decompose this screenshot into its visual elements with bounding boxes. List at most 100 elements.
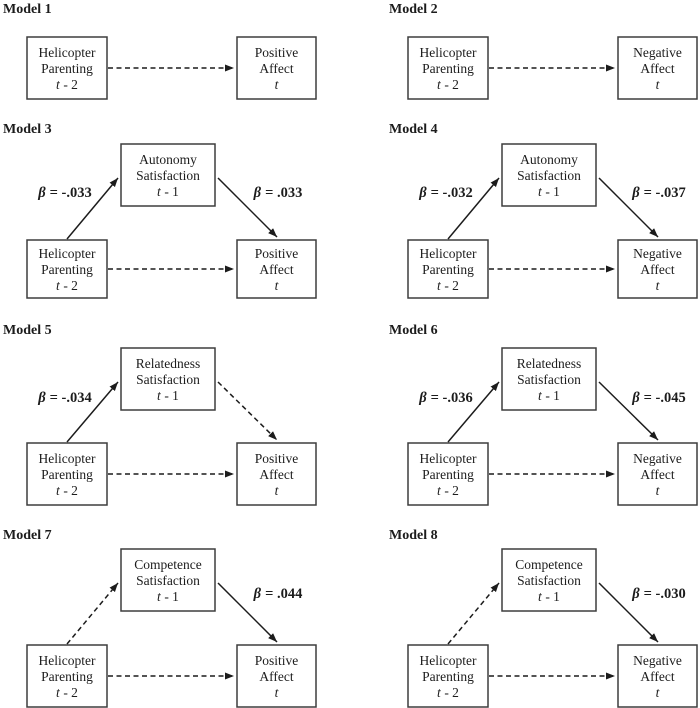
path-a-coefficient: β= -.033 [37, 185, 92, 201]
path-a-arrow [66, 177, 119, 240]
path-b-coefficient: β= -.045 [631, 390, 686, 406]
outcome-time-label: t [275, 278, 280, 293]
outcome-label-line2: Affect [640, 262, 674, 277]
predictor-time-label: t- 2 [56, 685, 78, 700]
path-a-arrow [66, 582, 119, 645]
path-b-arrow [217, 582, 278, 643]
outcome-box [236, 36, 317, 100]
predictor-label-line1: Helicopter [420, 246, 477, 261]
predictor-time-label: t- 2 [56, 483, 78, 498]
path-b-coefficient: β= .044 [253, 586, 303, 602]
model-title: Model 6 [389, 323, 438, 338]
outcome-label-line1: Positive [255, 45, 299, 60]
path-b-arrow [217, 177, 278, 238]
mediator-label-line2: Satisfaction [136, 573, 200, 588]
mediator-label-line2: Satisfaction [517, 372, 581, 387]
predictor-label-line2: Parenting [422, 61, 474, 76]
model-title: Model 3 [3, 122, 52, 137]
model-title: Model 2 [389, 2, 438, 17]
mediator-box [120, 347, 216, 411]
mediator-time-label: t- 1 [538, 388, 560, 403]
outcome-time-label: t [656, 483, 661, 498]
outcome-label-line2: Affect [259, 61, 293, 76]
path-a-arrow [447, 582, 500, 645]
mediator-time-label: t- 1 [538, 589, 560, 604]
mediator-label-line1: Competence [515, 557, 582, 572]
model-title: Model 8 [389, 528, 438, 543]
path-a-coefficient: β= -.032 [418, 185, 473, 201]
predictor-label-line2: Parenting [41, 467, 93, 482]
path-b-arrow [598, 381, 659, 441]
outcome-label-line2: Affect [259, 669, 293, 684]
mediator-time-label: t- 1 [157, 388, 179, 403]
predictor-box [407, 36, 489, 100]
outcome-label-line2: Affect [259, 262, 293, 277]
outcome-time-label: t [275, 685, 280, 700]
model-title: Model 5 [3, 323, 52, 338]
outcome-label-line2: Affect [640, 467, 674, 482]
predictor-label-line1: Helicopter [420, 45, 477, 60]
outcome-box [236, 644, 317, 708]
outcome-time-label: t [656, 77, 661, 92]
model-title: Model 4 [389, 122, 438, 137]
predictor-time-label: t- 2 [437, 77, 459, 92]
predictor-time-label: t- 2 [437, 685, 459, 700]
outcome-label-line1: Negative [633, 45, 682, 60]
mediator-label-line2: Satisfaction [136, 372, 200, 387]
predictor-label-line2: Parenting [422, 467, 474, 482]
predictor-label-line2: Parenting [422, 262, 474, 277]
outcome-label-line1: Negative [633, 246, 682, 261]
outcome-box [236, 239, 317, 299]
predictor-label-line2: Parenting [41, 61, 93, 76]
predictor-box [26, 644, 108, 708]
outcome-box [617, 239, 698, 299]
mediator-label-line2: Satisfaction [517, 168, 581, 183]
outcome-label-line1: Positive [255, 246, 299, 261]
predictor-label-line1: Helicopter [420, 451, 477, 466]
mediator-box [501, 347, 597, 411]
outcome-label-line1: Negative [633, 653, 682, 668]
mediator-label-line1: Relatedness [136, 356, 200, 371]
path-a-arrow [66, 381, 119, 443]
outcome-time-label: t [275, 483, 280, 498]
outcome-label-line1: Negative [633, 451, 682, 466]
predictor-box [407, 442, 489, 506]
predictor-label-line1: Helicopter [420, 653, 477, 668]
model-title: Model 7 [3, 528, 52, 543]
predictor-label-line2: Parenting [41, 669, 93, 684]
predictor-box [26, 36, 108, 100]
mediator-box [120, 548, 216, 612]
path-b-coefficient: β= -.030 [631, 586, 686, 602]
model-title: Model 1 [3, 2, 52, 17]
path-a-arrow [447, 381, 500, 443]
mediator-time-label: t- 1 [538, 184, 560, 199]
path-a-coefficient: β= -.036 [418, 390, 473, 406]
predictor-label-line2: Parenting [422, 669, 474, 684]
path-b-coefficient: β= -.037 [631, 185, 686, 201]
predictor-box [26, 239, 108, 299]
predictor-label-line2: Parenting [41, 262, 93, 277]
predictor-box [407, 644, 489, 708]
mediator-label-line1: Relatedness [517, 356, 581, 371]
predictor-label-line1: Helicopter [39, 451, 96, 466]
mediator-label-line2: Satisfaction [136, 168, 200, 183]
outcome-time-label: t [656, 685, 661, 700]
mediator-label-line1: Competence [134, 557, 201, 572]
mediator-label-line1: Autonomy [520, 152, 578, 167]
outcome-label-line1: Positive [255, 451, 299, 466]
path-b-arrow [598, 177, 659, 238]
predictor-time-label: t- 2 [437, 278, 459, 293]
predictor-box [407, 239, 489, 299]
predictor-time-label: t- 2 [56, 77, 78, 92]
path-b-arrow [217, 381, 278, 441]
outcome-label-line1: Positive [255, 653, 299, 668]
outcome-box [617, 36, 698, 100]
path-b-arrow [598, 582, 659, 643]
outcome-label-line2: Affect [259, 467, 293, 482]
mediator-box [120, 143, 216, 207]
mediator-time-label: t- 1 [157, 184, 179, 199]
